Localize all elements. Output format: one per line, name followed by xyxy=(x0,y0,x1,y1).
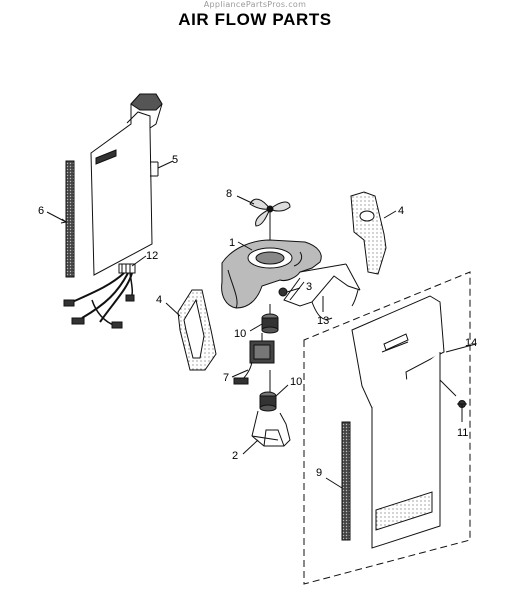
gasket-strip-right xyxy=(325,421,351,541)
insulation-block-left xyxy=(165,289,217,371)
motor-grommet-lower xyxy=(259,370,289,412)
fan-blade xyxy=(236,195,291,255)
gasket-strip-left xyxy=(46,160,75,278)
callout-11: 11 xyxy=(457,427,468,439)
callout-8: 8 xyxy=(226,188,232,200)
page-title: AIR FLOW PARTS xyxy=(178,10,332,29)
screw-3 xyxy=(278,287,301,297)
callout-10-lower: 10 xyxy=(290,376,302,388)
callout-1: 1 xyxy=(229,237,235,249)
screw-11 xyxy=(457,400,467,422)
callout-4-right: 4 xyxy=(398,205,404,217)
callout-12: 12 xyxy=(146,250,158,262)
wire-harness xyxy=(63,255,147,329)
callout-4-left: 4 xyxy=(156,294,162,306)
callout-10-upper: 10 xyxy=(234,328,246,340)
insulation-block-right xyxy=(350,191,397,275)
callout-7: 7 xyxy=(223,372,229,384)
callout-2: 2 xyxy=(232,450,238,462)
duct-panel xyxy=(90,93,174,276)
callout-6: 6 xyxy=(38,205,44,217)
motor-mount-bracket xyxy=(242,410,291,455)
evaporator-cover xyxy=(303,271,477,585)
wire-bracket xyxy=(283,263,361,320)
callout-14: 14 xyxy=(465,337,477,349)
fan-motor xyxy=(231,333,275,385)
fan-shroud xyxy=(221,239,322,309)
callout-3: 3 xyxy=(306,281,312,293)
callout-9: 9 xyxy=(316,467,322,479)
watermark: AppliancePartsPros.com xyxy=(203,0,307,9)
motor-grommet-upper xyxy=(249,304,279,334)
callout-5: 5 xyxy=(172,154,178,166)
callout-13: 13 xyxy=(317,315,329,327)
